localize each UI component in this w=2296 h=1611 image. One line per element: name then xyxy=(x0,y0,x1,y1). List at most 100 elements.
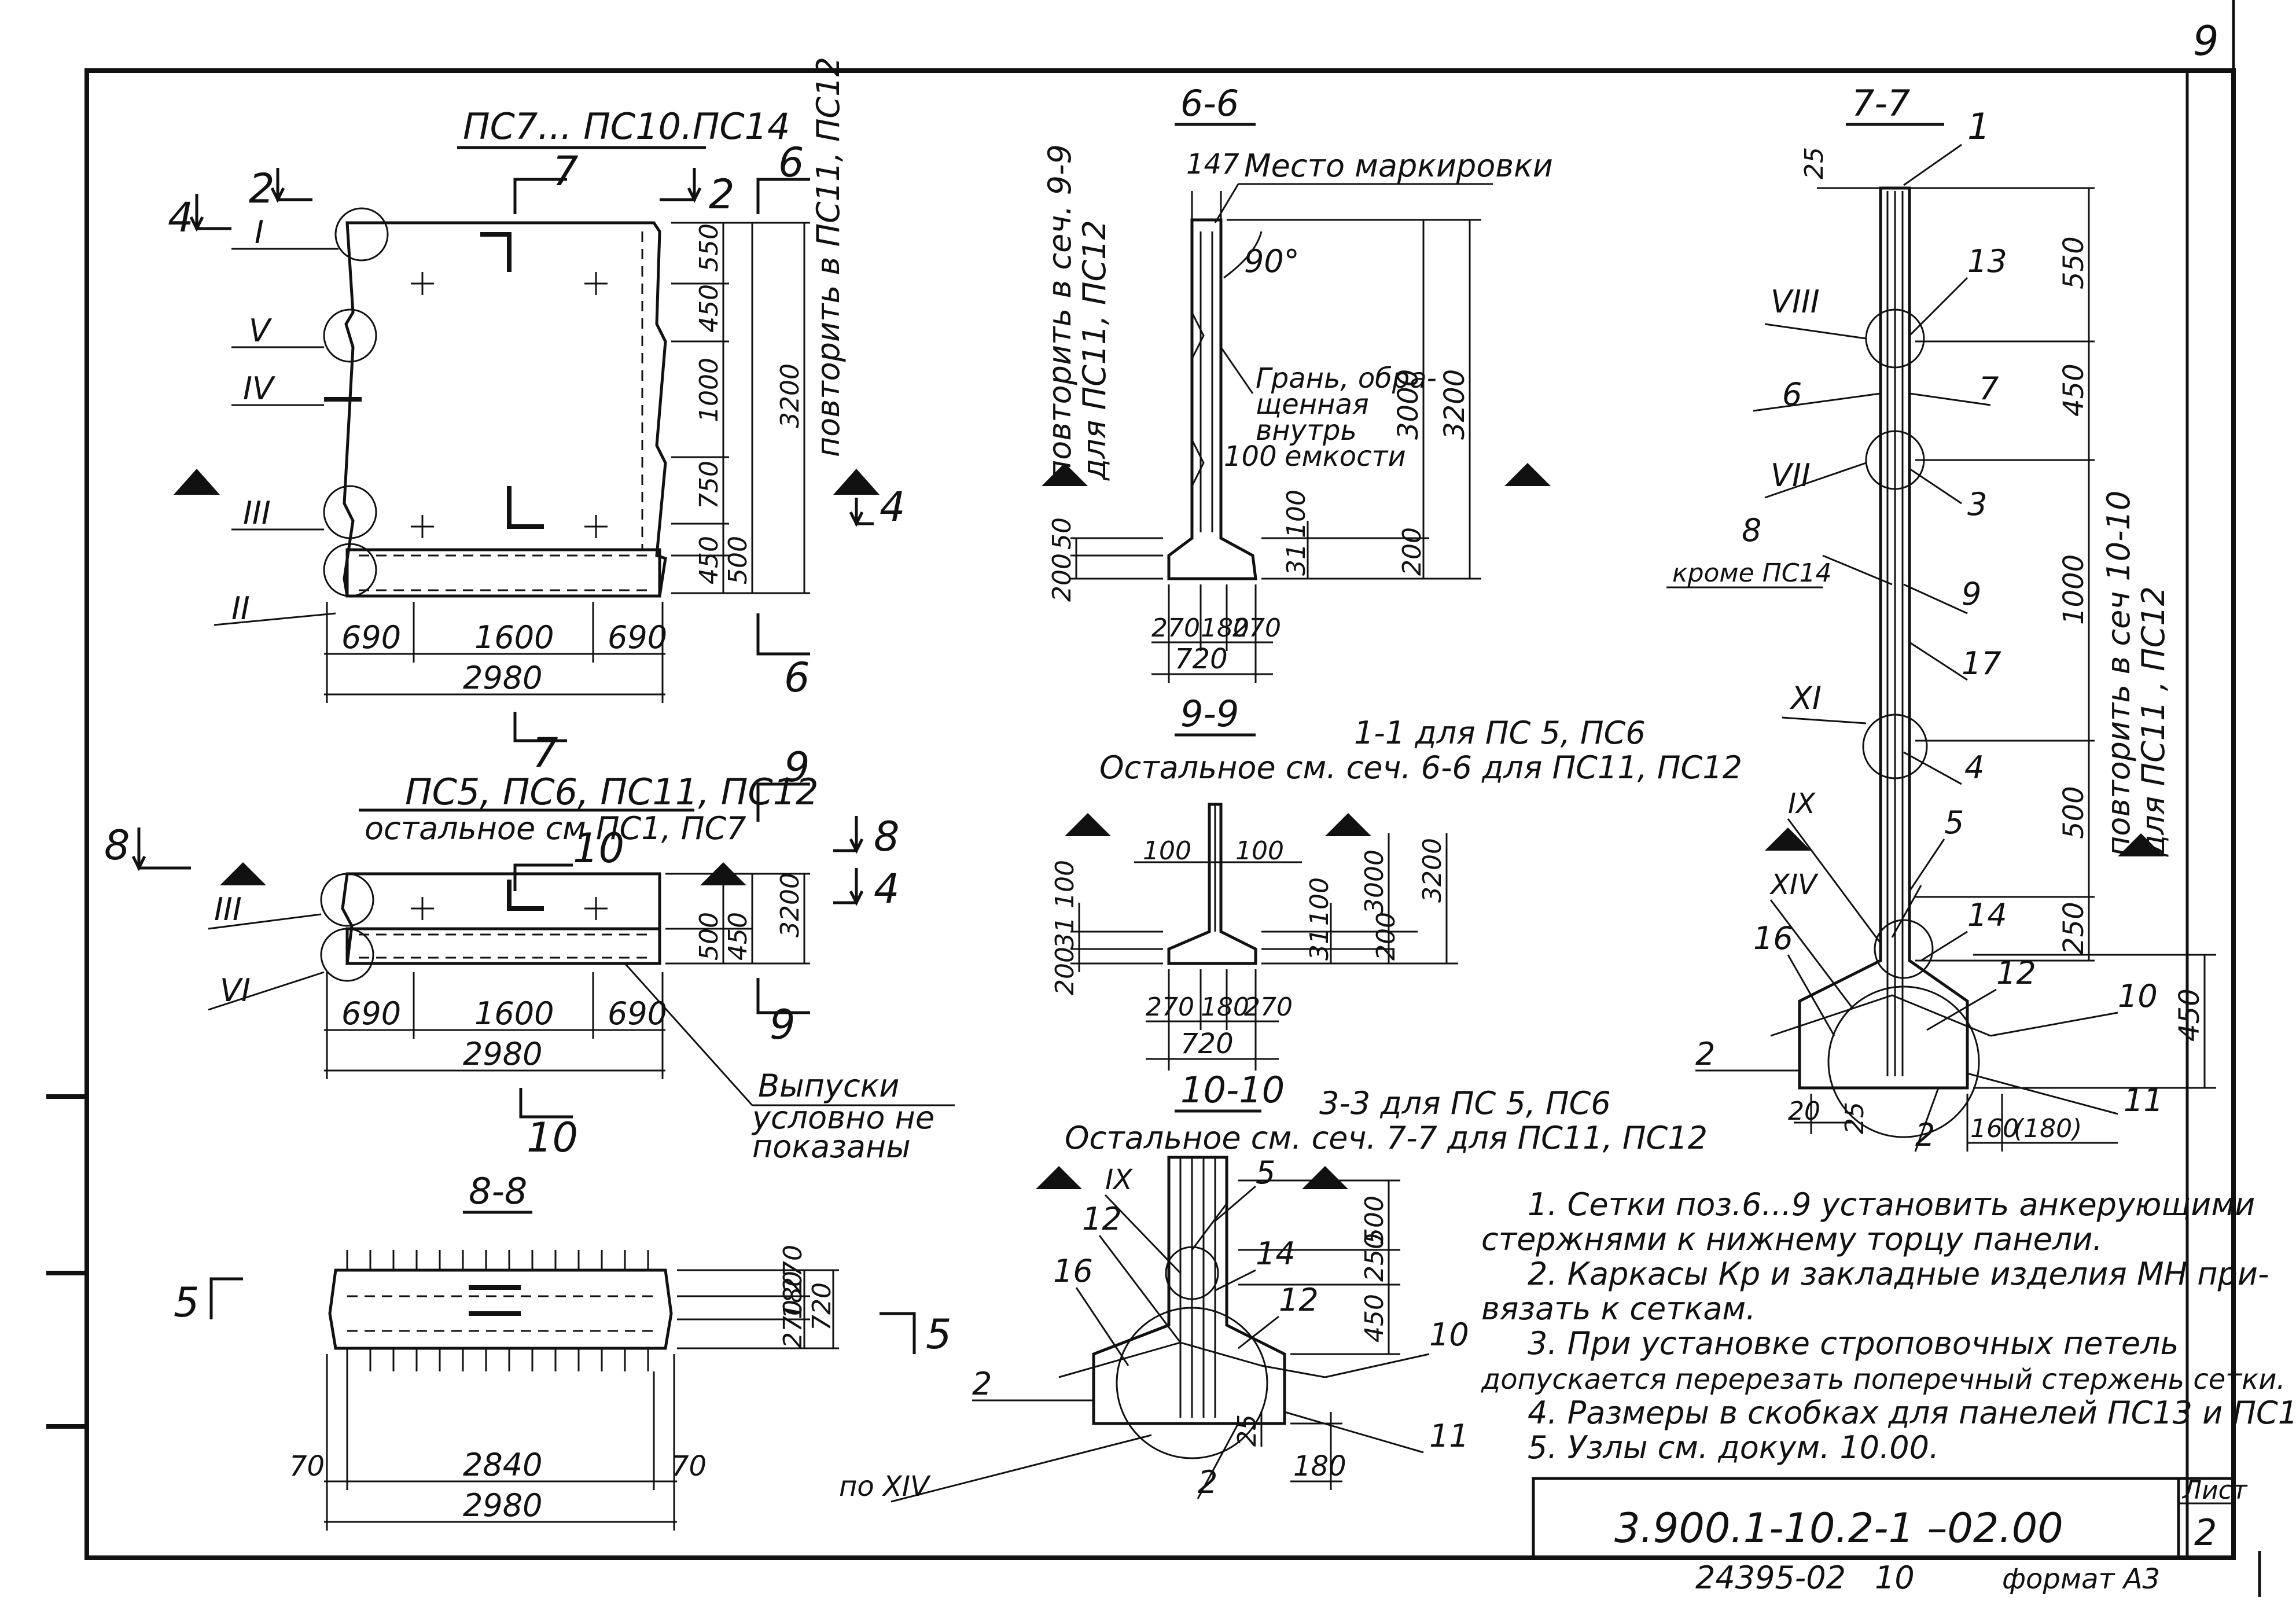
v2-dim-1600: 1600 xyxy=(474,995,554,1032)
s66-vdim-100: 100 xyxy=(1282,490,1311,538)
v1-note: повторить в ПС11, ПС12 xyxy=(810,57,847,457)
v2-dim-690b: 690 xyxy=(608,995,667,1032)
s1010-16: 16 xyxy=(1053,1253,1093,1289)
s1010-12b: 12 xyxy=(1279,1282,1319,1318)
v1-vdim-450: 450 xyxy=(694,284,724,333)
node-label-I: I xyxy=(255,214,264,251)
title-block: 3.900.1-10.2-1 –02.00 Лист 2 24395-02 10… xyxy=(1532,1476,2248,1596)
s77-3: 3 xyxy=(1967,486,1987,523)
s77-title: 7-7 xyxy=(1852,82,1910,124)
s77-side1: повторить в сеч 10-10 xyxy=(2100,491,2137,856)
node-label-II: II xyxy=(231,590,250,627)
v1-dim-690b: 690 xyxy=(608,619,667,656)
s1010-poXIV: по XIV xyxy=(839,1470,931,1503)
copy-number: 10 xyxy=(1875,1559,1915,1596)
v2-cut-10b: 10 xyxy=(527,1114,578,1161)
release-note-line2: условно не xyxy=(751,1099,934,1136)
s1010-vdim-450: 450 xyxy=(1360,1294,1389,1342)
v2-dim-2980: 2980 xyxy=(463,1036,542,1072)
v2-cut-8b: 8 xyxy=(874,813,900,860)
view2-title: ПС5, ПС6, ПС11, ПС12 xyxy=(405,771,819,813)
s1010-hdim-180: 180 xyxy=(1293,1450,1346,1483)
s77-IX: IX xyxy=(1788,788,1816,820)
s99-hdim-270b: 270 xyxy=(1244,992,1293,1022)
release-note-line3: показаны xyxy=(752,1128,911,1165)
s77-side2: для ПС11 , ПС12 xyxy=(2135,586,2172,857)
s77-vdim-450b: 450 xyxy=(2173,988,2206,1042)
s66-title: 6-6 xyxy=(1180,82,1239,124)
s77-hdim-180: (180) xyxy=(2014,1114,2082,1143)
v2-cut-4: 4 xyxy=(874,865,900,913)
s66-vdim-200r: 200 xyxy=(1397,527,1427,576)
note-2a: 2. Каркасы Кр и закладные изделия МН при… xyxy=(1528,1256,2269,1292)
s1010-vdim-500: 500 xyxy=(1360,1196,1389,1244)
note-3a: 3. При установке строповочных петель xyxy=(1528,1325,2179,1362)
cut-label-6b: 6 xyxy=(784,654,810,701)
s1010-IX: IX xyxy=(1105,1164,1133,1196)
s99-dim-100d: 100 xyxy=(1305,877,1334,926)
s99-dim-31r: 31 xyxy=(1305,928,1334,961)
s88-cut-5b: 5 xyxy=(926,1311,952,1358)
s77-vdim-550: 550 xyxy=(2058,236,2090,289)
note-2b: вязать к сеткам. xyxy=(1481,1290,1756,1327)
s99-hdim-180: 180 xyxy=(1201,992,1249,1022)
s77-vdim-250: 250 xyxy=(2058,902,2090,955)
section-7-7: 7-7 1 13 VIII 6 7 VII 3 8 кроме ПС14 xyxy=(1666,82,2216,1153)
s66-face4: емкости xyxy=(1285,440,1406,473)
v1-vdim-750: 750 xyxy=(694,461,724,509)
s77-5: 5 xyxy=(1944,804,1964,841)
section-10-10: 10-10 3-3 для ПС 5, ПС6 Остальное см. се… xyxy=(839,1069,1708,1503)
s77-hdim-25: 25 xyxy=(1840,1102,1870,1134)
v1-vdim-550: 550 xyxy=(694,223,724,272)
release-note-line1: Выпуски xyxy=(758,1068,899,1104)
corner-mark: 9 xyxy=(2193,17,2219,65)
s1010-sub1: 3-3 для ПС 5, ПС6 xyxy=(1319,1085,1611,1121)
s66-face3: внутрь xyxy=(1256,414,1357,447)
s88-cut-5a: 5 xyxy=(174,1279,200,1326)
s66-vdim-31: 31 xyxy=(1282,543,1311,576)
s77-vdim-450: 450 xyxy=(2058,363,2090,417)
v1-vdim-3200: 3200 xyxy=(775,363,805,428)
s77-10: 10 xyxy=(2118,978,2158,1014)
general-notes: 1. Сетки поз.6...9 установить анкерующим… xyxy=(1481,1186,2296,1466)
s88-hdim-2980: 2980 xyxy=(463,1487,542,1524)
s66-hdim-720: 720 xyxy=(1175,643,1228,675)
s99-hdim-720: 720 xyxy=(1180,1028,1234,1060)
s66-marking: Место маркировки xyxy=(1244,148,1553,184)
s1010-title: 10-10 xyxy=(1180,1069,1285,1111)
view2-subtitle: остальное см ПС1, ПС7 xyxy=(365,810,746,847)
s1010-11: 11 xyxy=(1429,1418,1469,1454)
note-5: 5. Узлы см. докум. 10.00. xyxy=(1528,1429,1939,1466)
cut-label-4b: 4 xyxy=(880,483,906,531)
format-label: формат А3 xyxy=(2002,1563,2160,1595)
v2-cut-8a: 8 xyxy=(104,822,130,869)
note-1b: стержнями к нижнему торцу панели. xyxy=(1481,1221,2103,1257)
v2-vdim-500: 500 xyxy=(694,912,724,961)
s77-17: 17 xyxy=(1962,645,2001,682)
v2-dim-690a: 690 xyxy=(341,995,401,1032)
inventory-number: 24395-02 xyxy=(1695,1559,1846,1596)
s99-hdim-270a: 270 xyxy=(1146,992,1194,1022)
s66-vdim-3000: 3000 xyxy=(1392,369,1425,440)
s77-XIV: XIV xyxy=(1769,869,1819,901)
s77-VIII: VIII xyxy=(1771,284,1820,320)
s77-vdim-1000: 1000 xyxy=(2058,554,2090,625)
section-8-8: 8-8 5 5 xyxy=(174,1170,952,1531)
s77-4: 4 xyxy=(1964,749,1984,786)
note-1a: 1. Сетки поз.6...9 установить анкерующим… xyxy=(1528,1186,2255,1223)
cut-label-7a: 7 xyxy=(553,148,579,195)
v2-node-VI: VI xyxy=(220,972,251,1009)
note-4: 4. Размеры в скобках для панелей ПС13 и … xyxy=(1528,1395,2296,1431)
s66-face2: щенная xyxy=(1256,388,1369,421)
s1010-vdim-25: 25 xyxy=(1232,1414,1262,1447)
s88-hdim-2840: 2840 xyxy=(463,1447,542,1483)
v1-vdim-450b: 450 xyxy=(694,536,724,584)
v2-vdim-3200: 3200 xyxy=(775,873,805,937)
s77-8: 8 xyxy=(1742,512,1761,549)
s66-vdim-50: 50 xyxy=(1047,517,1077,550)
sheet-label: Лист xyxy=(2181,1476,2248,1505)
cut-label-2b: 2 xyxy=(709,171,735,218)
v1-dim-2980: 2980 xyxy=(463,660,542,696)
s66-hdim-270a: 270 xyxy=(1151,613,1200,643)
node-label-III: III xyxy=(243,495,271,531)
